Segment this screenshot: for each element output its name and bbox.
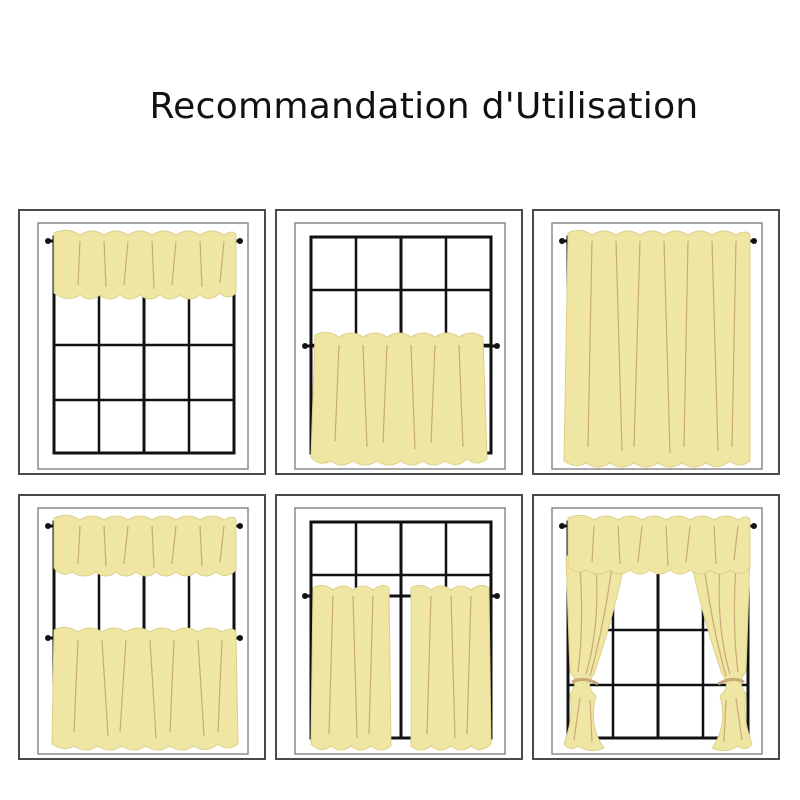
window-full-panel-illustration: [551, 222, 763, 470]
window-two-panels-illustration: [294, 507, 506, 755]
tier-curtain: [310, 331, 488, 466]
full-length-curtain: [563, 229, 751, 468]
window-tier-illustration: [294, 222, 506, 470]
tier-curtain: [51, 626, 239, 751]
valance-curtain: [53, 514, 237, 577]
page-title: Recommandation d'Utilisation: [149, 86, 699, 127]
valance-curtain: [567, 514, 751, 575]
valance-curtain: [53, 229, 237, 300]
usage-panel-valance-and-tier: [18, 494, 266, 760]
left-tieback: [571, 677, 599, 686]
window-valance-tier-illustration: [37, 507, 249, 755]
usage-panel-cafe-tier: [275, 209, 523, 475]
usage-panel-full-length: [532, 209, 780, 475]
usage-panel-two-tier-panels: [275, 494, 523, 760]
usage-panel-valance-only: [18, 209, 266, 475]
right-tier-panel: [410, 584, 492, 751]
window-tieback-illustration: [551, 507, 763, 755]
left-tier-panel: [310, 584, 392, 751]
window-valance-illustration: [37, 222, 249, 470]
usage-panel-valance-with-tiebacks: [532, 494, 780, 760]
right-tieback: [717, 677, 745, 686]
